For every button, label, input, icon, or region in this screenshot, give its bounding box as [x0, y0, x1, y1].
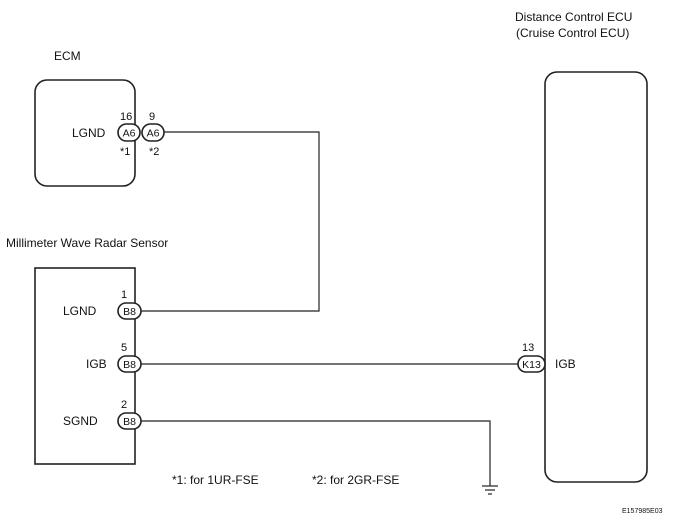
connector-code: B8 [123, 306, 136, 318]
ecu-title-line2: (Cruise Control ECU) [516, 26, 629, 40]
connector-b8-2: B8 2 [117, 399, 142, 430]
ecu-igb-label: IGB [555, 357, 576, 371]
pin-number: 9 [149, 111, 155, 123]
connector-code: K13 [522, 359, 541, 371]
sensor-lgnd-label: LGND [63, 304, 97, 318]
sensor-title: Millimeter Wave Radar Sensor [6, 236, 168, 250]
figure-id: E157985E03 [622, 508, 663, 515]
connector-note: *1 [120, 146, 130, 158]
connector-code: B8 [123, 416, 136, 428]
ground-icon [482, 485, 498, 495]
sensor-igb-label: IGB [86, 357, 107, 371]
lgnd-wire [141, 131, 320, 312]
ecm-lgnd-label: LGND [72, 126, 106, 140]
pin-number: 2 [121, 399, 127, 411]
ecu-title-line1: Distance Control ECU [515, 10, 632, 24]
connector-note: *2 [149, 146, 159, 158]
sensor-sgnd-label: SGND [63, 414, 98, 428]
note-1UR-FSE: *1: for 1UR-FSE [172, 473, 259, 487]
pin-number: 1 [121, 289, 127, 301]
pin-number: 5 [121, 342, 127, 354]
connector-b8-5: B8 5 [117, 342, 142, 373]
connector-b8-1: B8 1 [117, 289, 142, 320]
connector-code: B8 [123, 359, 136, 371]
pin-number: 16 [120, 111, 132, 123]
connector-k13: K13 13 [517, 342, 546, 373]
ecu-box [544, 71, 648, 483]
pin-number: 13 [522, 342, 534, 354]
connector-a6-9: A6 9 *2 [141, 111, 165, 158]
ecm-title: ECM [54, 49, 81, 63]
note-2GR-FSE: *2: for 2GR-FSE [312, 473, 399, 487]
connector-a6-16: A6 16 *1 [117, 111, 141, 158]
connector-code: A6 [147, 128, 160, 140]
sgnd-wire [141, 420, 491, 486]
connector-code: A6 [123, 128, 136, 140]
